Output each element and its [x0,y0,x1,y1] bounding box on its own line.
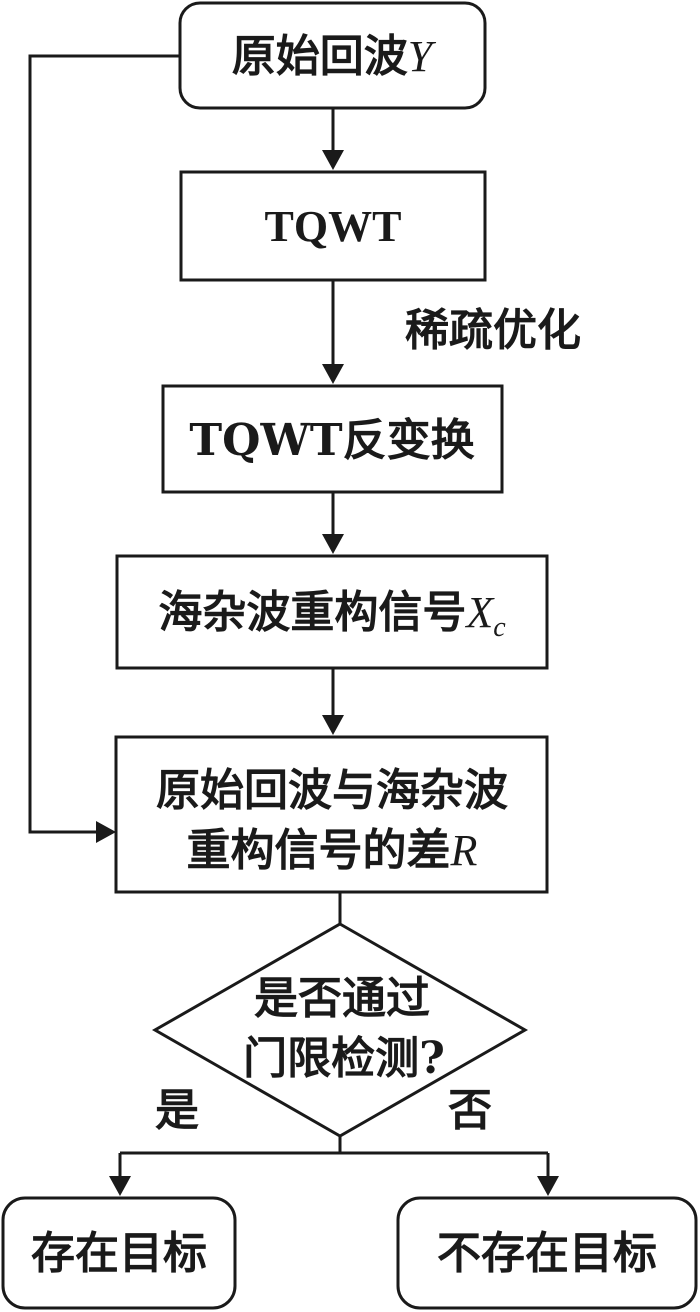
target-exists-label: 存在目标 [31,1228,207,1279]
arrowhead-yes-branch [109,1176,131,1196]
no-target-label: 不存在目标 [437,1228,657,1279]
connector-decision-branch [118,1136,550,1178]
difference-line-2: 重构信号的差 [187,825,451,876]
arrowhead-clutter-to-difference [322,715,344,735]
arrowhead-tqwt-to-inverse [322,364,344,384]
svg-text:海杂波重构信号Xc: 海杂波重构信号Xc [158,587,506,643]
decision-line-1: 是否通过 [254,973,430,1024]
connector-bypass-echo-to-difference [28,54,180,834]
sparse-optimization-label: 稀疏优化 [405,305,581,356]
original-echo-variable: Y [408,32,437,81]
node-no-target: 不存在目标 [396,1196,698,1310]
yes-branch-label: 是 [155,1085,199,1136]
sea-clutter-label: 海杂波重构信号 [158,587,466,638]
node-sea-clutter-reconstruction: 海杂波重构信号Xc [115,554,549,670]
node-original-echo: 原始回波Y [178,1,487,110]
difference-line-1: 原始回波与海杂波 [156,765,508,816]
sea-clutter-subscript: c [493,612,506,643]
node-inverse-tqwt: TQWT反变换 [161,384,504,494]
decision-line-2: 门限检测? [243,1033,445,1084]
sea-clutter-variable: X [464,588,495,637]
tqwt-label: TQWT [265,202,402,251]
node-target-exists: 存在目标 [1,1196,237,1310]
node-threshold-decision: 是否通过 门限检测? [151,922,529,1138]
arrowhead-no-branch [537,1176,559,1196]
arrowhead-echo-to-tqwt [322,150,344,170]
node-difference: 原始回波与海杂波 重构信号的差R [114,735,549,894]
difference-variable: R [450,826,478,875]
svg-text:重构信号的差R: 重构信号的差R [187,825,478,876]
svg-text:原始回波Y: 原始回波Y [232,31,437,82]
node-tqwt: TQWT [179,170,487,282]
inverse-tqwt-label: TQWT反变换 [189,415,474,466]
arrowhead-inverse-to-clutter [322,534,344,554]
original-echo-label: 原始回波 [232,31,408,82]
no-branch-label: 否 [448,1085,492,1136]
arrowhead-bypass-to-difference [96,821,116,843]
